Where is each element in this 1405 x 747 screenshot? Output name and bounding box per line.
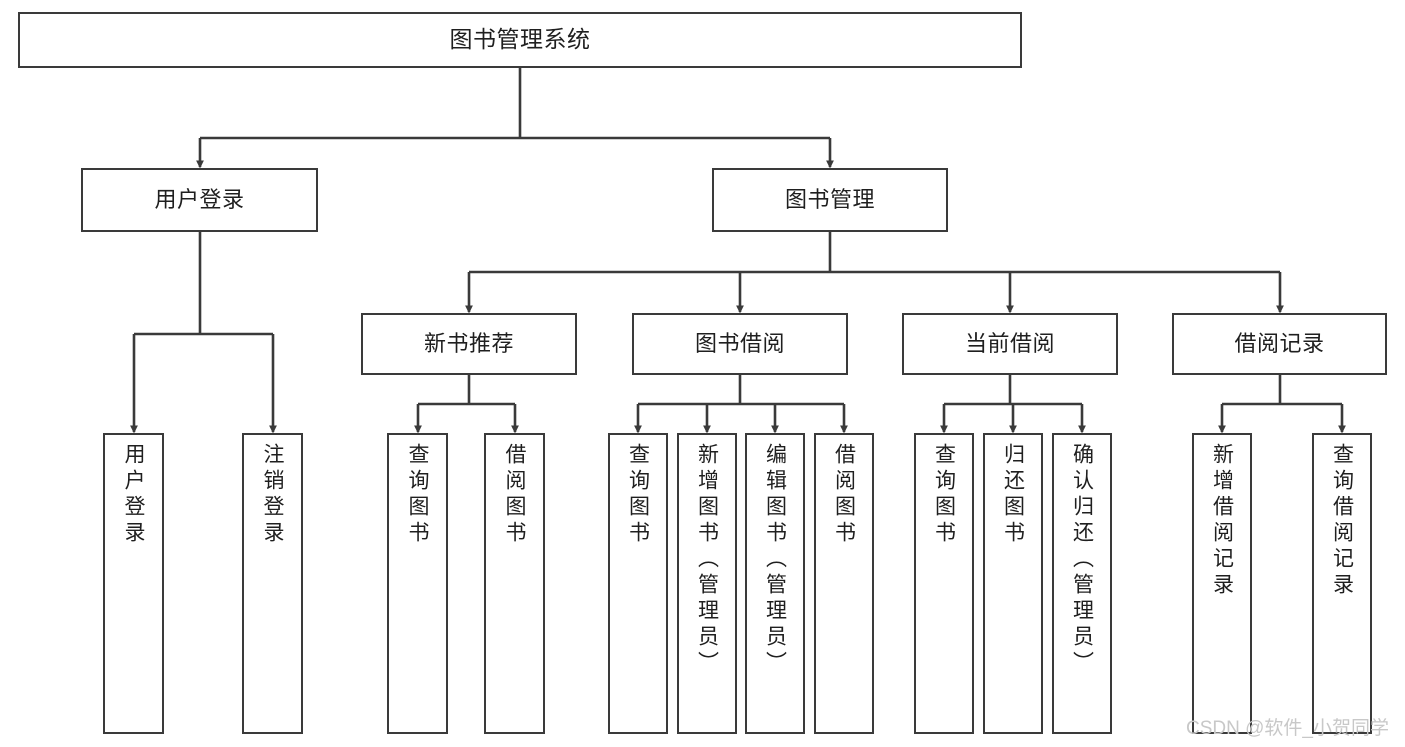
node-leaf-user-logout[interactable]: 注销登录 <box>242 433 303 734</box>
node-leaf-rec-query[interactable]: 查询图书 <box>387 433 448 734</box>
node-new-book-rec[interactable]: 新书推荐 <box>361 313 577 375</box>
node-label: 用户登录 <box>122 443 145 547</box>
node-label: 查询借阅记录 <box>1330 443 1354 599</box>
node-label: 查询图书 <box>626 443 650 547</box>
node-label: 图书借阅 <box>694 331 785 357</box>
node-label: 查询图书 <box>932 443 956 547</box>
node-leaf-cur-confirm[interactable]: 确认归还（管理员） <box>1052 433 1112 734</box>
node-current-borrow[interactable]: 当前借阅 <box>902 313 1118 375</box>
node-label: 查询图书 <box>406 443 429 547</box>
node-leaf-rec-search[interactable]: 查询借阅记录 <box>1312 433 1372 734</box>
node-label: 借阅图书 <box>832 443 856 547</box>
node-leaf-rec-add[interactable]: 新增借阅记录 <box>1192 433 1252 734</box>
node-label: 用户登录 <box>154 187 245 213</box>
node-user-login[interactable]: 用户登录 <box>81 168 318 232</box>
node-leaf-borrow-query[interactable]: 查询图书 <box>608 433 668 734</box>
node-label: 归还图书 <box>1001 443 1025 547</box>
node-label: 借阅记录 <box>1234 331 1325 357</box>
node-leaf-cur-query[interactable]: 查询图书 <box>914 433 974 734</box>
node-label: 确认归还（管理员） <box>1070 443 1094 677</box>
node-leaf-user-login[interactable]: 用户登录 <box>103 433 164 734</box>
csdn-watermark: CSDN @软件_小贺同学 <box>1186 718 1389 739</box>
node-label: 图书管理系统 <box>449 26 591 53</box>
node-leaf-borrow-edit[interactable]: 编辑图书（管理员） <box>745 433 805 734</box>
node-leaf-cur-return[interactable]: 归还图书 <box>983 433 1043 734</box>
node-leaf-rec-borrow[interactable]: 借阅图书 <box>484 433 545 734</box>
node-book-borrow[interactable]: 图书借阅 <box>632 313 848 375</box>
node-label: 借阅图书 <box>503 443 526 547</box>
node-book-manage[interactable]: 图书管理 <box>712 168 948 232</box>
node-label: 新增图书（管理员） <box>695 443 719 677</box>
node-label: 新书推荐 <box>423 331 514 357</box>
node-label: 新增借阅记录 <box>1210 443 1234 599</box>
node-label: 编辑图书（管理员） <box>763 443 787 677</box>
node-leaf-borrow-lend[interactable]: 借阅图书 <box>814 433 874 734</box>
node-label: 图书管理 <box>784 187 875 213</box>
node-label: 当前借阅 <box>964 331 1055 357</box>
node-leaf-borrow-add[interactable]: 新增图书（管理员） <box>677 433 737 734</box>
node-borrow-record[interactable]: 借阅记录 <box>1172 313 1387 375</box>
node-root[interactable]: 图书管理系统 <box>18 12 1022 68</box>
node-label: 注销登录 <box>261 443 284 547</box>
